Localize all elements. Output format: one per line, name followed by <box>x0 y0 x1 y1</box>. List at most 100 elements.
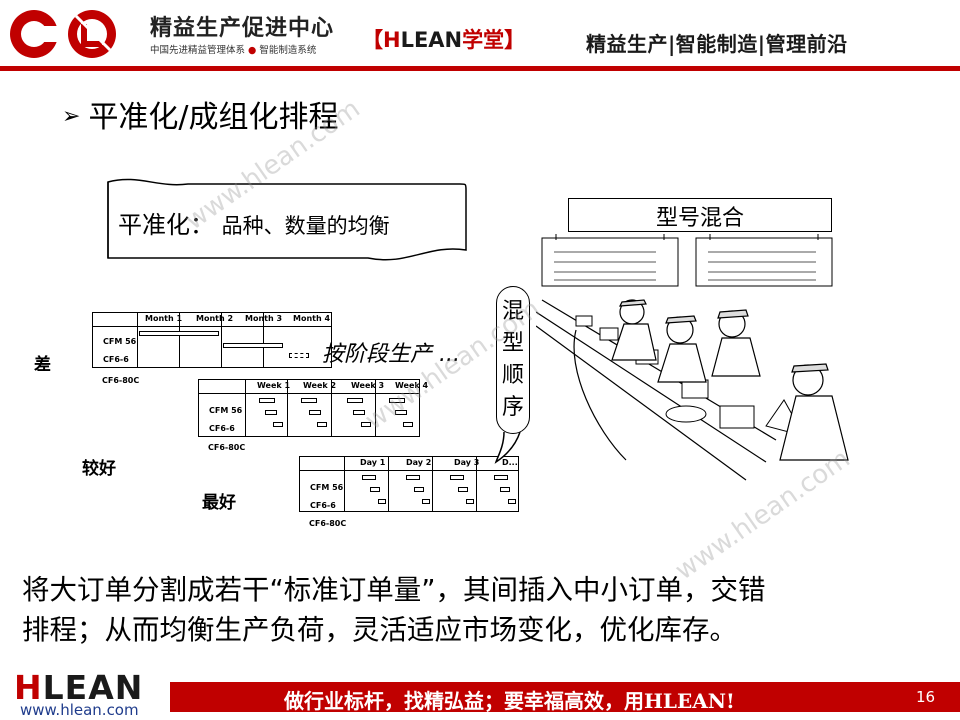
schedule-bar <box>317 422 327 427</box>
schedule-bar <box>273 422 283 427</box>
footer-logo-rest: LEAN <box>42 668 144 707</box>
grid-line <box>344 457 345 511</box>
assembly-line-illustration <box>536 234 849 481</box>
body-line-1: 将大订单分割成若干“标准订单量”，其间插入中小订单，交错 <box>22 574 766 606</box>
column-header: Day 2 <box>406 458 432 467</box>
grid-line <box>476 457 477 511</box>
company-sub-1: 中国先进精益管理体系 <box>150 45 246 56</box>
company-subtitle: 中国先进精益管理体系 ● 智能制造系统 <box>150 42 316 56</box>
schedule-bar <box>422 499 430 504</box>
schedule-bar <box>139 331 219 336</box>
schedule-bar <box>289 353 309 358</box>
grade-better: 较好 <box>82 459 116 479</box>
company-sub-2: 智能制造系统 <box>259 45 317 56</box>
monthly-schedule: Month 1 Month 2 Month 3 Month 4 CFM 56 C… <box>92 312 332 368</box>
column-header: Month 2 <box>196 314 234 323</box>
grid-line <box>221 313 222 367</box>
schedule-bar <box>389 398 405 403</box>
schedule-bar <box>265 410 277 415</box>
brand-cn: 学堂 <box>462 28 505 52</box>
slide-title-text: 平准化/成组化排程 <box>88 100 339 135</box>
slide-title: ➢ 平准化/成组化排程 <box>62 92 339 136</box>
footer-logo-h: H <box>14 668 43 707</box>
column-header: Day 3 <box>454 458 480 467</box>
column-header: Week 4 <box>395 381 429 390</box>
scroll-callout-shape <box>107 178 467 261</box>
callout-text: 平准化： 品种、数量的均衡 <box>118 205 390 240</box>
header-divider <box>0 66 960 71</box>
row-label-below: CF6-80C <box>208 443 246 452</box>
footer-band <box>170 682 960 712</box>
column-header: Week 2 <box>303 381 337 390</box>
schedule-bar <box>353 410 365 415</box>
mixed-sequence-bubble <box>496 286 530 434</box>
schedule-bar <box>223 343 283 348</box>
header: 精益生产促进中心 中国先进精益管理体系 ● 智能制造系统 【HLEAN学堂】 精… <box>0 0 960 71</box>
company-sub-dot: ● <box>248 45 257 56</box>
company-name: 精益生产促进中心 <box>150 16 335 41</box>
footer-url-link[interactable]: www.hlean.com <box>20 701 139 719</box>
row-label: CFM 56 <box>310 483 344 492</box>
grid-line <box>179 313 180 367</box>
schedule-bar <box>406 475 420 480</box>
column-header: D... <box>502 458 518 467</box>
header-tagline: 精益生产|智能制造|管理前沿 <box>586 32 848 56</box>
grid-line <box>375 380 376 436</box>
schedule-bar <box>500 487 510 492</box>
schedule-bar <box>347 398 363 403</box>
column-header: Month 1 <box>145 314 183 323</box>
brand-label: 【HLEAN学堂】 <box>362 24 525 54</box>
brand-open: 【 <box>362 28 383 52</box>
callout-label: 平准化： <box>118 211 214 239</box>
schedule-header-row <box>93 313 331 327</box>
schedule-bar <box>370 487 380 492</box>
grid-line <box>287 380 288 436</box>
footer-logo: HLEAN <box>14 668 143 707</box>
schedule-bar <box>494 475 508 480</box>
row-label: CF6-6 <box>209 424 235 433</box>
schedule-bar <box>378 499 386 504</box>
schedule-bar <box>309 410 321 415</box>
schedule-bar <box>361 422 371 427</box>
grid-line <box>331 380 332 436</box>
grid-line <box>137 313 138 367</box>
schedule-bar <box>458 487 468 492</box>
mixed-sequence-text: 混型顺序 <box>501 299 524 420</box>
schedule-header-row <box>199 380 419 394</box>
schedule-bar <box>414 487 424 492</box>
body-line-2: 排程；从而均衡生产负荷，灵活适应市场变化，优化库存。 <box>22 614 737 646</box>
schedule-bar <box>466 499 474 504</box>
callout-value: 品种、数量的均衡 <box>221 214 390 238</box>
bubble-tail-icon <box>494 431 521 464</box>
company-logo-icon <box>10 10 116 58</box>
schedule-bar <box>508 499 516 504</box>
grid-line <box>245 380 246 436</box>
grade-best: 最好 <box>202 493 236 513</box>
mixed-model-label: 型号混合 <box>655 206 744 231</box>
row-label-below: CF6-80C <box>309 519 347 528</box>
schedule-bar <box>362 475 376 480</box>
row-label: CF6-6 <box>103 355 129 364</box>
row-label: CFM 56 <box>209 406 243 415</box>
column-header: Month 4 <box>293 314 331 323</box>
column-header: Month 3 <box>245 314 283 323</box>
schedule-header-row <box>300 457 518 471</box>
footer-slogan: 做行业标杆，找精弘益；要幸福高效，用HLEAN! <box>284 689 735 713</box>
page-number: 16 <box>916 688 936 706</box>
brand-lean: LEAN <box>400 28 463 52</box>
grade-poor: 差 <box>34 355 51 375</box>
mixed-model-box <box>568 198 832 232</box>
row-label: CFM 56 <box>103 337 137 346</box>
grid-line <box>432 457 433 511</box>
weekly-schedule: Week 1 Week 2 Week 3 Week 4 CFM 56 CF6-6 <box>198 379 428 437</box>
row-label-below: CF6-80C <box>102 376 140 385</box>
body-paragraph: 将大订单分割成若干“标准订单量”，其间插入中小订单，交错 排程；从而均衡生产负荷… <box>22 570 942 650</box>
brand-close: 】 <box>504 28 526 52</box>
column-header: Week 3 <box>351 381 385 390</box>
grid-line <box>263 313 264 367</box>
brand-h: H <box>383 28 401 52</box>
schedule-bar <box>450 475 464 480</box>
schedule-bar <box>259 398 275 403</box>
arrow-bullet-icon: ➢ <box>62 104 81 129</box>
daily-schedule: Day 1 Day 2 Day 3 D... CFM 56 CF6-6 <box>299 456 519 512</box>
